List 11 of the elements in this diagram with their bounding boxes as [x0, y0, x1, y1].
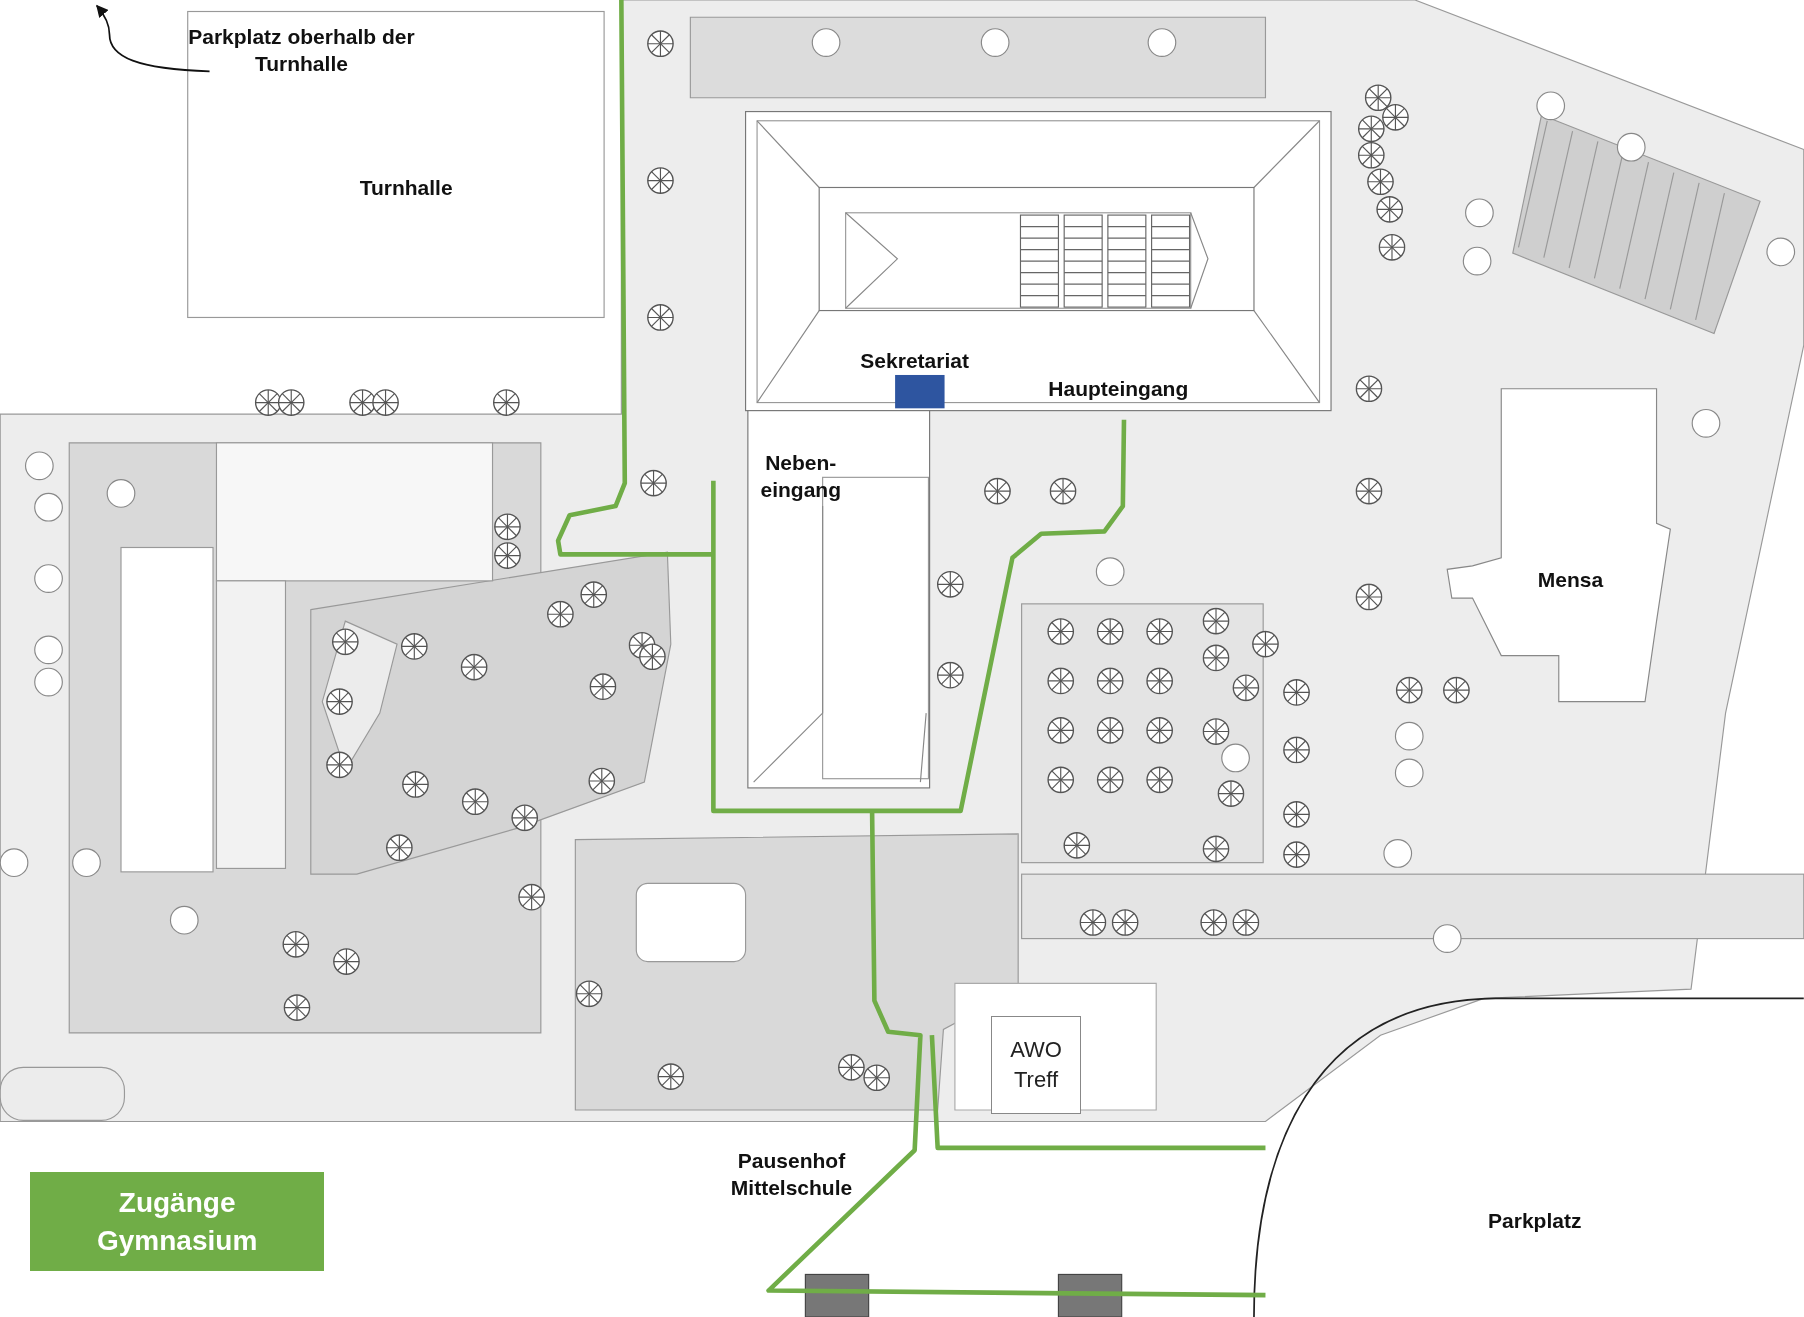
place-label: Haupteingang: [1047, 376, 1190, 403]
place-label: Neben- eingang: [759, 449, 842, 503]
place-label: Parkplatz: [1487, 1207, 1583, 1234]
place-label: Sekretariat: [859, 348, 970, 375]
building-box: [990, 1015, 1082, 1114]
place-label: Pausenhof Mittelschule: [729, 1148, 854, 1202]
place-label: Turnhalle: [358, 174, 454, 201]
place-label: Mensa: [1536, 567, 1605, 594]
place-label: Parkplatz oberhalb der Turnhalle: [187, 24, 416, 78]
legend-text: Zugänge Gymnasium: [96, 1186, 259, 1258]
building-name: AWO Treff: [1009, 1036, 1063, 1094]
